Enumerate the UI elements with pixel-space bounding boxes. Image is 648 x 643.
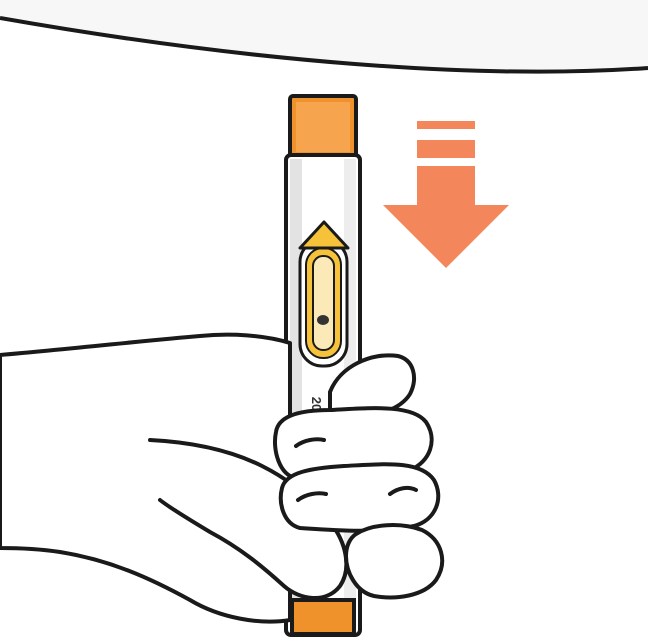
inspection-window — [300, 240, 347, 366]
hand — [0, 335, 442, 622]
skin-surface — [0, 0, 648, 72]
pen-needle-end — [292, 600, 354, 634]
arrow-down-icon — [383, 121, 509, 268]
finger-little — [346, 525, 442, 597]
window-indicator — [317, 315, 329, 325]
